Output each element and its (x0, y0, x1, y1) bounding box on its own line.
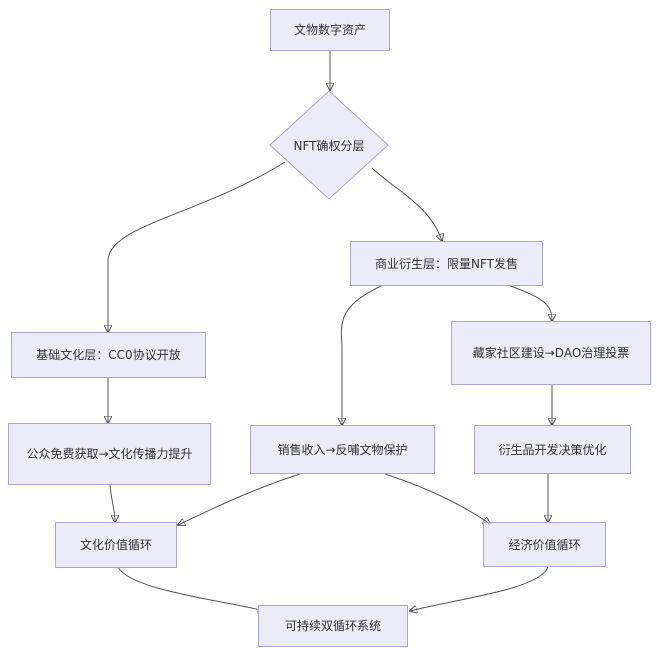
edge-n10-n11 (410, 566, 549, 611)
node-sustainable-system: 可持续双循环系统 (258, 605, 408, 647)
node-public-access: 公众免费获取→文化传播力提升 (8, 423, 211, 485)
node-label: 衍生品开发决策优化 (498, 442, 607, 457)
node-digital-asset: 文物数字资产 (270, 9, 390, 51)
node-cultural-value-cycle: 文化价值循环 (55, 522, 177, 568)
node-label: 销售收入→反哺文物保护 (277, 442, 408, 457)
edge-n6-n9 (109, 484, 115, 522)
edge-n7-n9 (178, 473, 301, 525)
node-label: 基础文化层：CC0协议开放 (36, 348, 181, 362)
diamond-shape (269, 90, 389, 200)
node-label: 商业衍生层：限量NFT发售 (375, 256, 518, 271)
decision-label: NFT确权分层 (293, 138, 365, 153)
node-collector-community: 藏家社区建设→DAO治理投票 (451, 321, 651, 385)
node-base-culture-layer: 基础文化层：CC0协议开放 (11, 332, 206, 378)
node-label: 藏家社区建设→DAO治理投票 (472, 346, 630, 360)
node-label: 公众免费获取→文化传播力提升 (26, 447, 193, 461)
edge-n3-n5 (504, 283, 552, 321)
decision-nft-layering: NFT确权分层 (269, 90, 389, 200)
node-label: 文化价值循环 (79, 538, 152, 552)
edge-n9-n11 (117, 566, 265, 611)
node-label: 文物数字资产 (293, 23, 366, 37)
edge-n2-n3 (371, 167, 442, 241)
node-economic-value-cycle: 经济价值循环 (483, 522, 606, 567)
node-sales-revenue: 销售收入→反哺文物保护 (250, 425, 435, 474)
node-derivative-optimization: 衍生品开发决策优化 (474, 425, 631, 474)
edge-n7-n10 (384, 473, 490, 524)
node-label: 经济价值循环 (508, 537, 581, 552)
edge-n2-n4 (108, 161, 286, 332)
edge-n3-n7 (341, 283, 386, 425)
node-label: 可持续双循环系统 (284, 619, 381, 633)
node-commercial-layer: 商业衍生层：限量NFT发售 (350, 241, 543, 286)
